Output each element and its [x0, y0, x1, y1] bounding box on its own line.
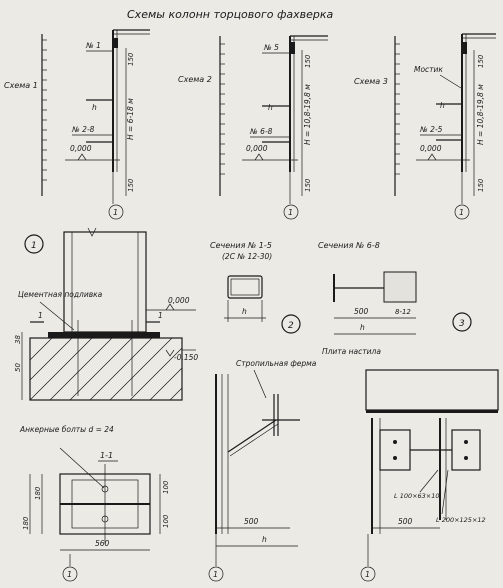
anchor-dim-100b: 100 — [162, 514, 170, 528]
anchor-dim-100a: 100 — [162, 480, 170, 494]
detail-1-column — [63, 231, 147, 333]
scheme-3-level: 0,000 — [420, 144, 442, 153]
beam-axis-marker — [360, 566, 376, 582]
scheme-1-mark-mid: h — [92, 103, 97, 112]
detail-1-cement-label: Цементная подливка — [18, 290, 103, 299]
section-6-8: Сечения № 6-8 500 8-12 h Плита настила 3 — [318, 241, 472, 356]
scheme-2-level: 0,000 — [246, 144, 268, 153]
beam-axis: 1 — [365, 570, 370, 579]
scheme-3-label: Схема 3 — [354, 77, 388, 86]
truss-h: h — [262, 535, 267, 544]
connection-plate-right — [451, 429, 481, 471]
detail-1-dim-38: 38 — [14, 335, 22, 344]
scheme-3: Схема 3 0,000 Мостик h № 2-5 150 H = 10,… — [354, 33, 496, 220]
scheme-1-label: Схема 1 — [4, 81, 38, 90]
section-1-5-num: 2 — [288, 321, 294, 331]
section-6-8-title: Сечения № 6-8 — [318, 241, 380, 250]
scheme-1-dim-top: 150 — [127, 52, 135, 66]
section-1-5-profile — [227, 275, 263, 299]
scheme-3-axis: 1 — [459, 208, 464, 217]
detail-1-num: 1 — [31, 241, 37, 251]
anchor-bolt-top — [101, 485, 109, 493]
beam-top — [365, 369, 499, 411]
scheme-2-dim-bot: 150 — [304, 178, 312, 192]
beam-connection: L 100×63×10 L 200×125×12 500 1 — [360, 369, 499, 582]
anchor-dim-180a: 180 — [34, 486, 42, 500]
scheme-2-axis-marker — [283, 204, 299, 220]
scheme-1-axis-marker — [108, 204, 124, 220]
scheme-3-height: H = 10,8-19,8 м — [476, 84, 485, 145]
anchor-dim-560: 560 — [95, 539, 110, 548]
scheme-2: Схема 2 0,000 № 5 h № 6-8 150 H = 10,8-1… — [178, 35, 328, 220]
detail-1-foundation — [29, 337, 183, 401]
anchor-bolt-bot — [101, 515, 109, 523]
truss-axis: 1 — [213, 570, 218, 579]
scheme-1-wall-hatch — [42, 39, 47, 181]
section-1-5-h: h — [242, 307, 247, 316]
scheme-2-height: H = 10,8-19,8 м — [303, 84, 312, 145]
scheme-2-axis: 1 — [288, 208, 293, 217]
section-6-8-plate-label: Плита настила — [322, 347, 381, 356]
sheet-title: Схемы колонн торцового фахверка — [127, 8, 334, 21]
section-1-5-title: Сечения № 1-5 — [210, 241, 272, 250]
scheme-2-dim-top: 150 — [304, 54, 312, 68]
scheme-1-level: 0,000 — [70, 144, 92, 153]
scheme-2-mark-low: № 6-8 — [249, 127, 273, 136]
scheme-1-mark-top: № 1 — [85, 41, 101, 50]
connection-plate — [379, 429, 411, 471]
anchor-axis: 1 — [67, 570, 72, 579]
detail-1-base: 1 0,000 -0,150 1 1 38 50 — [14, 227, 198, 401]
scheme-2-label: Схема 2 — [178, 75, 212, 84]
scheme-3-axis-marker — [454, 204, 470, 220]
scheme-1-dim-bot: 150 — [127, 178, 135, 192]
section-6-8-d812: 8-12 — [395, 308, 411, 316]
scheme-3-wall-hatch — [395, 43, 400, 175]
section-6-8-marker — [452, 312, 472, 332]
beam-d500: 500 — [398, 517, 413, 526]
truss-connection: Стропильная ферма 500 h 1 — [208, 359, 317, 582]
truss-d500: 500 — [244, 517, 259, 526]
anchor-dim-180b: 180 — [22, 516, 30, 530]
detail-1-marker-right: 1 — [158, 311, 163, 320]
scheme-2-wall-hatch — [220, 43, 225, 175]
scheme-2-mark-top: № 5 — [263, 43, 279, 52]
detail-1-marker — [24, 234, 44, 254]
scheme-2-mark-mid: h — [268, 103, 273, 112]
anchor-label: Анкерные болты d = 24 — [19, 425, 114, 434]
section-1-5-marker — [281, 314, 301, 334]
scheme-1-mark-low: № 2-8 — [71, 125, 95, 134]
scheme-3-mark-low: № 2-5 — [419, 125, 443, 134]
truss-label: Стропильная ферма — [236, 359, 317, 368]
scheme-1-axis: 1 — [113, 208, 118, 217]
truss-axis-marker — [208, 566, 224, 582]
section-1-5-sub: (2С № 12-30) — [222, 252, 272, 261]
section-1-5: Сечения № 1-5 (2С № 12-30) h 2 — [210, 241, 301, 334]
detail-1-dim-50: 50 — [14, 363, 22, 372]
detail-1-base-plate — [48, 332, 160, 338]
anchor-plan: Анкерные болты d = 24 1-1 180 180 100 10… — [19, 425, 170, 582]
detail-1-marker-left: 1 — [38, 311, 43, 320]
detail-1-level-top: 0,000 — [168, 296, 190, 305]
anchor-axis-marker — [62, 566, 78, 582]
angle-1-label: L 100×63×10 — [394, 492, 440, 500]
angle-2-label: L 200×125×12 — [436, 516, 486, 524]
section-6-8-d500: 500 — [354, 307, 369, 316]
scheme-3-mark-mid: h — [440, 101, 445, 110]
detail-1-level-bot: -0,150 — [174, 353, 198, 362]
scheme-3-mark-top: Мостик — [414, 65, 443, 74]
scheme-3-dim-bot: 150 — [477, 178, 485, 192]
scheme-1-height: H = 6-18 м — [126, 98, 135, 140]
section-6-8-h: h — [360, 323, 365, 332]
anchor-section-label: 1-1 — [100, 451, 113, 460]
scheme-1: Схема 1 0,000 № 1 h № 2-8 150 H — [4, 29, 150, 220]
scheme-3-dim-top: 150 — [477, 54, 485, 68]
detail-1-concrete-hatch — [29, 337, 183, 401]
section-6-8-num: 3 — [459, 319, 465, 329]
section-6-8-plate — [383, 271, 417, 303]
